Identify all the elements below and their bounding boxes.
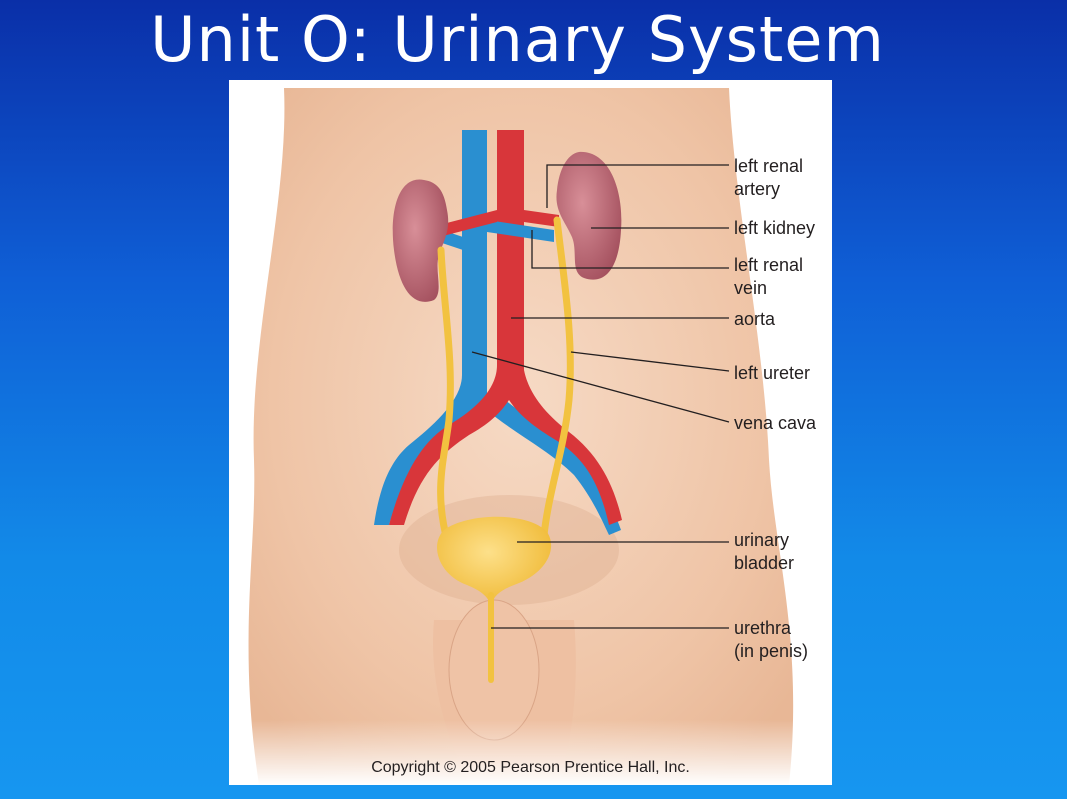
leader-lines [471,164,730,629]
anatomy-illustration [229,88,832,785]
urinary-system-figure: left renal artery left kidney left renal… [229,80,832,785]
label-urinary-bladder: urinary bladder [734,530,795,573]
slide-title: Unit O: Urinary System [150,3,885,76]
label-left-renal-artery: left renal artery [734,156,804,199]
right-ureter [437,246,454,544]
label-left-renal-vein: left renal vein [734,255,804,298]
label-left-kidney: left kidney [734,218,816,238]
label-left-ureter: left ureter [734,363,811,383]
left-kidney [556,151,622,280]
left-ureter [540,216,574,539]
label-urethra: urethra (in penis) [734,618,809,661]
torso [248,88,794,785]
label-vena-cava: vena cava [734,413,817,433]
right-kidney [392,179,449,302]
copyright-notice: Copyright © 2005 Pearson Prentice Hall, … [371,759,690,776]
label-aorta: aorta [734,309,776,329]
urinary-bladder [437,516,552,605]
